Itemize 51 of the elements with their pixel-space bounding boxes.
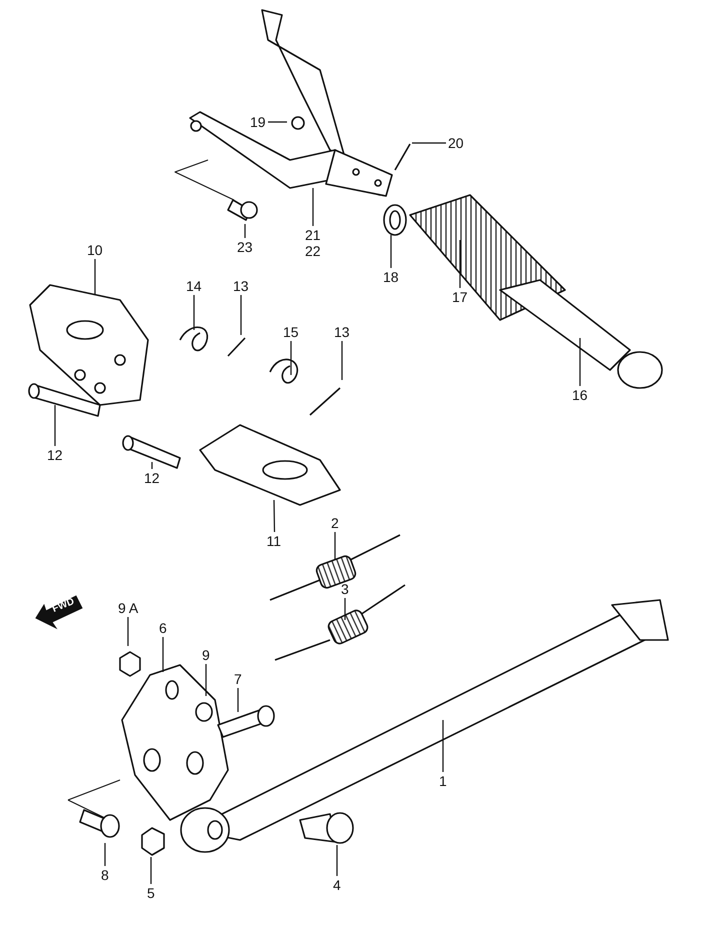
callout-number: 14: [186, 278, 202, 294]
leader-line: [193, 295, 195, 330]
leader-line: [150, 857, 152, 884]
leader-line: [237, 688, 239, 712]
callout-number: 19: [250, 114, 266, 130]
callout-number: 11: [266, 533, 282, 549]
leader-line: [205, 664, 207, 696]
leader-line: [442, 720, 444, 772]
callout-number: 7: [234, 671, 242, 687]
callout-number: 21: [305, 227, 321, 243]
callout-number: 20: [448, 135, 464, 151]
leader-line: [412, 142, 446, 144]
callout-number: 18: [383, 269, 399, 285]
callout-number: 12: [47, 447, 63, 463]
leader-line: [341, 341, 343, 380]
leader-line: [579, 338, 581, 386]
callout-number: 3: [341, 581, 349, 597]
leader-line: [94, 259, 96, 295]
callout-number: 23: [237, 239, 253, 255]
leader-line: [54, 405, 56, 446]
leader-line: [127, 617, 129, 646]
callout-number: 12: [144, 470, 160, 486]
leader-line: [240, 295, 242, 335]
callout-number: 13: [334, 324, 350, 340]
callout-number: 16: [572, 387, 588, 403]
callout-number: 17: [452, 289, 468, 305]
leader-line: [104, 843, 106, 866]
leader-line: [334, 532, 336, 560]
callout-number: 22: [305, 243, 321, 259]
callout-number: 4: [333, 877, 341, 893]
callout-number: 2: [331, 515, 339, 531]
leader-line: [290, 341, 292, 375]
callout-number: 9: [202, 647, 210, 663]
leader-line: [162, 637, 164, 672]
callout-number: 1: [439, 773, 447, 789]
callout-number: 15: [283, 324, 299, 340]
leader-line: [244, 224, 246, 238]
leader-line: [151, 462, 153, 469]
leader-line: [268, 121, 287, 123]
leader-line: [390, 235, 392, 268]
leader-line: [344, 598, 346, 620]
callout-number: 6: [159, 620, 167, 636]
leader-line: [336, 845, 338, 876]
callout-number: 9 A: [118, 600, 138, 616]
callout-number: 10: [87, 242, 103, 258]
leader-line: [459, 240, 461, 288]
leader-line: [312, 188, 314, 226]
callout-number: 8: [101, 867, 109, 883]
callout-number: 13: [233, 278, 249, 294]
leader-line: [273, 500, 276, 532]
callout-number: 5: [147, 885, 155, 901]
